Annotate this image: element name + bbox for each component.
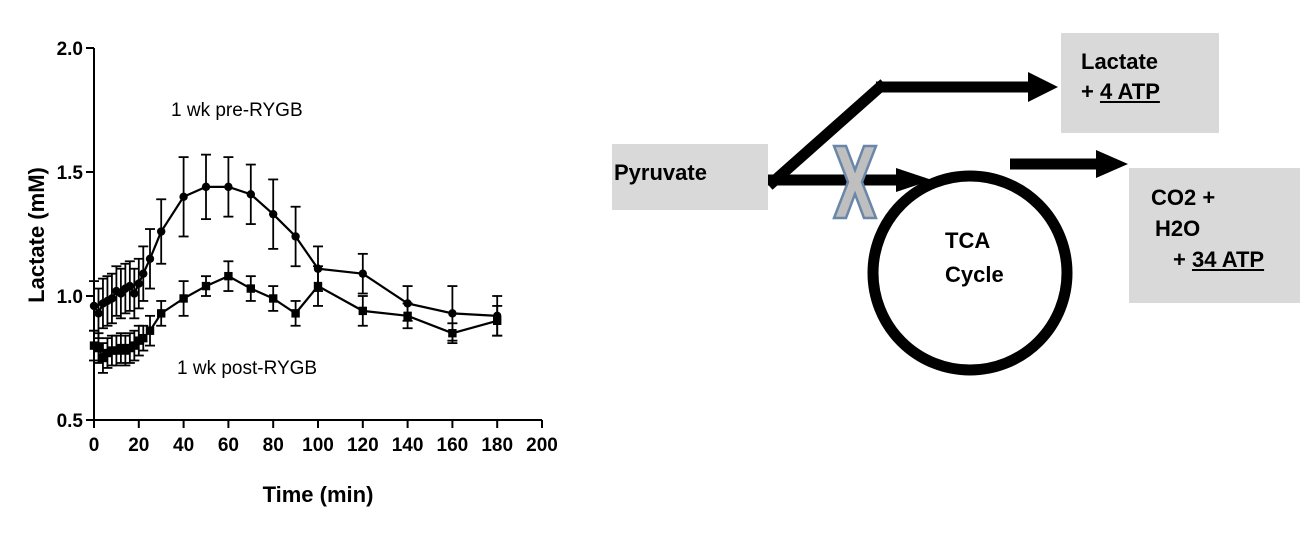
block-x-icon [832,144,878,220]
annotation-pre: 1 wk pre-RYGB [171,100,303,121]
x-tick-label: 120 [347,435,379,456]
y-axis-title: Lactate (mM) [24,167,49,303]
data-point [313,281,323,291]
x-tick-label: 80 [263,435,284,456]
data-point [179,192,188,201]
co2-label: CO2 + [1151,185,1216,210]
data-point [246,190,255,199]
data-point [493,316,502,325]
data-point [358,269,367,278]
chart-marks [89,153,503,374]
data-point [291,232,300,241]
data-point [134,336,143,345]
data-point [125,281,135,291]
x-tick-label: 20 [128,435,149,456]
data-point [157,309,166,318]
data-point [157,227,166,236]
data-point [403,311,412,321]
data-point [145,326,155,335]
y-tick-label: 2.0 [57,39,83,60]
data-point [94,309,103,318]
chart-axes: 0 20 40 60 80 100 120 140 160 180 200 0.5 1.0 1.5 2.0 [57,39,558,456]
data-point [201,281,211,291]
data-point [103,348,112,358]
data-point [134,279,143,288]
tca-line1: TCA [945,228,991,253]
tca-label: TCA Cycle [945,224,1035,292]
data-point [358,306,367,316]
data-point [246,284,255,293]
data-point [130,341,139,350]
data-point [98,353,108,363]
y-tick-label: 1.5 [57,163,84,184]
data-point [269,294,278,303]
data-point [107,346,117,355]
data-point [94,343,103,353]
x-tick-label: 180 [481,435,513,456]
annotation-post: 1 wk post-RYGB [177,358,317,379]
lactate-plus: + [1081,79,1100,104]
data-point [145,254,155,263]
y-tick-label: 1.0 [57,287,83,308]
tca-entry-arrowhead [896,168,932,192]
lactate-arrowhead [1028,72,1058,102]
data-point [139,333,148,343]
pyruvate-box: Pyruvate [612,144,768,210]
lactate-atp-line: + 4 ATP [1081,77,1219,107]
data-point [130,289,139,298]
x-tick-label: 100 [302,435,334,456]
co2-box: CO2 + H2O + 34 ATP [1129,168,1300,303]
data-point [125,343,135,353]
pyruvate-label: Pyruvate [614,160,707,185]
data-point [224,182,233,192]
data-point [448,329,457,338]
co2-arrowhead [1096,150,1128,178]
data-point [448,309,457,318]
tca-line2: Cycle [945,262,1004,287]
h2o-label: H2O [1155,216,1201,241]
data-point [107,294,117,303]
lactate-box: Lactate + 4 ATP [1061,33,1219,133]
x-axis-title: Time (min) [263,482,374,507]
x-tick-label: 0 [89,435,100,456]
x-tick-label: 160 [437,435,469,456]
co2-atp: 34 ATP [1191,247,1265,272]
x-tick-label: 40 [173,435,194,456]
data-point [201,182,211,192]
series-post-rygb [89,260,503,374]
x-tick-label: 200 [526,435,558,456]
data-point [291,309,300,318]
data-point [139,269,148,278]
data-point [121,346,130,355]
data-point [89,341,99,350]
lactate-atp: 4 ATP [1099,79,1160,104]
data-point [224,271,233,281]
co2-atp-line: + 34 ATP [1151,244,1300,275]
x-tick-label: 60 [218,435,239,456]
data-point [89,301,99,311]
co2-plus: + [1173,247,1192,272]
data-point [179,294,188,303]
lactate-label: Lactate [1081,49,1159,74]
pyruvate-diagonal-line [765,79,888,190]
data-point [112,346,121,355]
y-tick-label: 0.5 [57,411,84,432]
data-point [116,343,126,353]
x-tick-label: 140 [392,435,424,456]
data-point [269,209,278,219]
